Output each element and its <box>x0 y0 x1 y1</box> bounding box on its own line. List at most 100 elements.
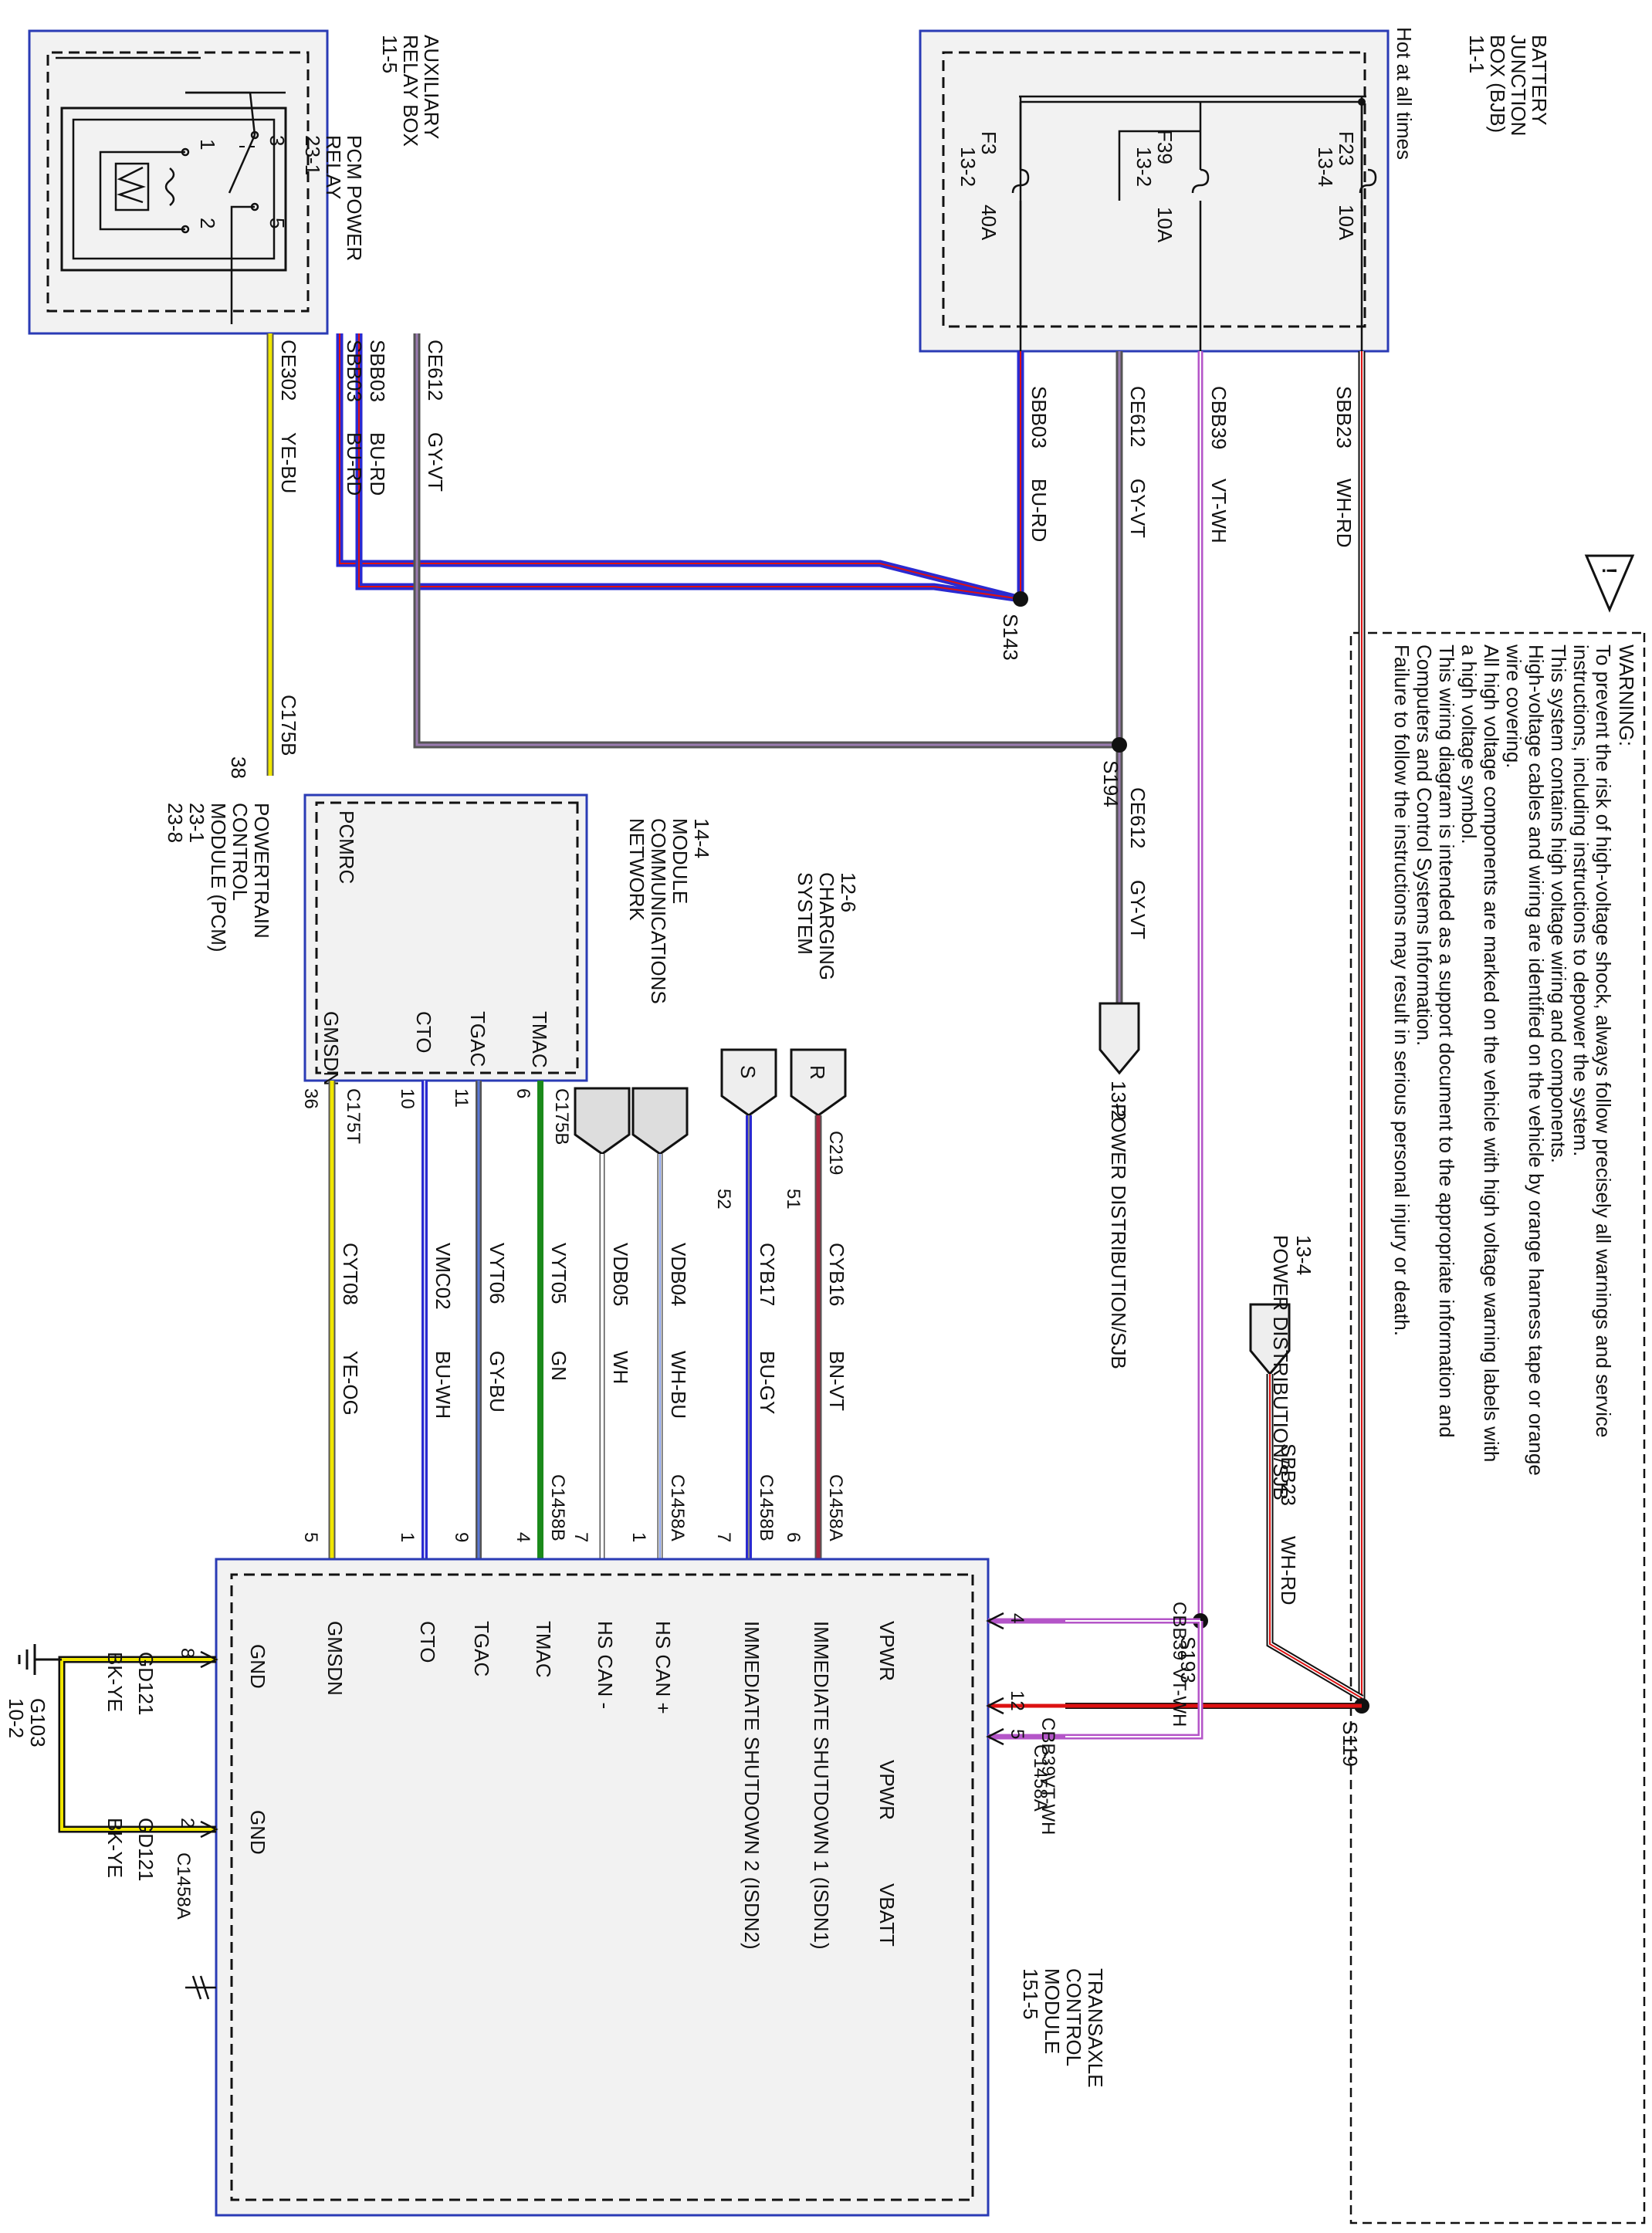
warning-line-8: This wiring diagram is intended as a sup… <box>1435 645 1458 1438</box>
gd121-color-2: BK-YE <box>103 1818 127 1878</box>
sbb23-color: WH-RD <box>1332 479 1356 548</box>
warning-line-3: This system contains high voltage wiring… <box>1547 645 1570 1163</box>
cyb16-circuit: CYB16 <box>825 1243 848 1306</box>
tcm-pin-hscanm: HS CAN - <box>594 1621 617 1709</box>
sbb23-color-2: WH-RD <box>1277 1536 1300 1605</box>
tcm-pin-isdn1: IMMEDIATE SHUTDOWN 1 (ISDN1) <box>810 1621 833 1950</box>
ce612-color-3: GY-VT <box>424 432 447 492</box>
ce302-color: YE-BU <box>277 432 300 493</box>
arb-title-1: AUXILIARY <box>420 35 443 139</box>
gd121-circuit-2: GD121 <box>134 1818 157 1881</box>
wire-vdb05: VDB05 WH 7 <box>570 1154 632 1559</box>
pcm-pin-tmac: TMAC <box>528 1011 551 1068</box>
tcm-pin-tgac: TGAC <box>470 1621 493 1676</box>
c175t-label: C175T <box>343 1088 364 1144</box>
sbb03-color-2: BU-RD <box>343 432 366 496</box>
tcm-title-1: TRANSAXLE <box>1084 1968 1107 2088</box>
fuse-f3-ref: 13-2 <box>956 147 980 187</box>
charging-title-2: SYSTEM <box>794 872 817 955</box>
fuse-f23-ref: 13-4 <box>1314 147 1337 187</box>
relay-title-2: RELAY <box>322 135 345 199</box>
s119-label: S119 <box>1339 1721 1362 1767</box>
tcm-pin-vpwr1: VPWR <box>875 1621 899 1681</box>
warning-line-10: Failure to follow the instructions may r… <box>1390 645 1413 1336</box>
warning-line-6: All high voltage components are marked o… <box>1480 645 1503 1462</box>
pcm-title-4: 23-1 <box>185 803 208 843</box>
pcm-pin-pcmrc: PCMRC <box>335 810 358 884</box>
wire-cyt08: C175T 36 CYT08 YE-OG 5 <box>300 1081 364 1559</box>
warning-line-5: wire covering. <box>1502 644 1525 768</box>
charging-title-1: CHARGING <box>815 872 838 980</box>
fuse-f3-rating: 40A <box>977 205 1000 241</box>
mcn-title-1: MODULE <box>669 818 692 904</box>
vdb04-color: WH-BU <box>667 1351 690 1419</box>
pcm-module: POWERTRAIN CONTROL MODULE (PCM) 23-1 23-… <box>164 793 588 1086</box>
bjb-title-3: BOX (BJB) <box>1486 35 1509 133</box>
ce612-circuit-3: CE612 <box>424 340 447 401</box>
wire-sbb23: SBB23 WH-RD <box>1332 351 1366 1706</box>
wire-cbb39: CBB39 VT-WH <box>1197 351 1231 1621</box>
c1458a-isdn1: C1458A <box>825 1474 846 1541</box>
cyb17-color: BU-GY <box>756 1351 779 1414</box>
pin-cto-tcm: 1 <box>397 1532 418 1542</box>
ground-ref: 10-2 <box>5 1698 28 1738</box>
vyt05-color: GN <box>547 1351 570 1381</box>
cbb39-color: VT-WH <box>1207 479 1231 543</box>
relay-pin-1: 1 <box>196 139 219 150</box>
pin-gnd2-tcm: 2 <box>177 1818 198 1828</box>
warning-line-7: a high voltage symbol. <box>1457 645 1481 844</box>
fuse-f23-rating: 10A <box>1335 205 1358 241</box>
warning-box: ! WARNING: To prevent the risk of high-v… <box>1349 554 1646 2225</box>
gd121-color-1: BK-YE <box>103 1652 127 1712</box>
ground-circuit: 8 2 GD121 BK-YE GD121 BK-YE C1458A G103 … <box>5 1644 218 1920</box>
pcm-pin-gmsdn: GMSDN <box>320 1011 343 1086</box>
ground-symbol-icon <box>18 1644 62 1675</box>
pin-c219-s: 52 <box>713 1189 734 1210</box>
sbb03-circuit: SBB03 <box>1027 386 1051 448</box>
wire-vyt06: 11 VYT06 GY-BU 9 <box>451 1081 509 1559</box>
tcm-pin-gnd1: GND <box>246 1644 269 1689</box>
wire-vmc02: 10 VMC02 BU-WH 1 <box>397 1081 455 1559</box>
tcm-title-4: 151-5 <box>1019 1968 1042 2020</box>
splice-s119: S119 <box>1065 1698 1369 1767</box>
ref-charging-system: 12-6 CHARGING SYSTEM R S <box>720 872 860 1117</box>
ref-power-dist-13-4: 13-4 POWER DISTRIBUTION/SJB SBB23 WH-RD <box>1249 1235 1364 1701</box>
mcn-ref: 14-4 <box>690 818 713 858</box>
relay-title-1: PCM POWER <box>343 135 366 261</box>
c175b-label: C175B <box>551 1088 572 1145</box>
charging-pin-r: R <box>806 1065 829 1080</box>
c1458a-hscan: C1458A <box>667 1474 688 1541</box>
ce302-circuit: CE302 <box>277 340 300 401</box>
ce612-color-2: GY-VT <box>1126 880 1149 939</box>
pin-pcmrc-num: 38 <box>227 756 250 779</box>
bjb-title-2: JUNCTION <box>1507 35 1530 136</box>
warning-title: WARNING: <box>1615 645 1638 746</box>
tcm-pin-vbatt: VBATT <box>875 1883 899 1947</box>
vyt05-circuit: VYT05 <box>547 1243 570 1304</box>
wire-vdb04: VDB04 WH-BU C1458A 1 <box>628 1154 690 1559</box>
c219-label: C219 <box>825 1131 846 1175</box>
fuse-f39-ref: 13-2 <box>1132 147 1156 187</box>
pcm-title-1: POWERTRAIN <box>250 803 273 939</box>
ground-name: G103 <box>26 1698 49 1747</box>
bjb-title-4: 11-1 <box>1465 35 1488 73</box>
pin-vbatt-tcm: 12 <box>1007 1690 1027 1711</box>
sbb03-color-3: BU-RD <box>366 432 389 496</box>
vdb05-circuit: VDB05 <box>609 1243 632 1306</box>
tcm-pin-vpwr2: VPWR <box>875 1760 899 1820</box>
fuse-f39-rating: 10A <box>1153 207 1176 243</box>
pin-vpwr1-tcm: 4 <box>1007 1613 1027 1623</box>
cyt08-color: YE-OG <box>339 1351 362 1416</box>
battery-junction-box: BATTERY JUNCTION BOX (BJB) 11-1 Hot at a… <box>919 27 1551 353</box>
pin-tgac-pcm: 11 <box>451 1088 472 1108</box>
wire-vyt05: C175B 6 VYT05 GN C1458B 4 <box>513 1081 572 1559</box>
warning-line-9: Computers and Control Systems Informatio… <box>1413 645 1436 1046</box>
warning-line-2: instructions, including instructions to … <box>1569 645 1593 1156</box>
cyt08-circuit: CYT08 <box>339 1243 362 1305</box>
tcm-power-connectors: 4 5 12 C1458A CBB39 VT-WH <box>986 1612 1065 1835</box>
tcm-pin-gmsdn: GMSDN <box>323 1621 347 1696</box>
wire-ce612: CE612 GY-VT CE612 GY-VT <box>1115 351 1149 1003</box>
